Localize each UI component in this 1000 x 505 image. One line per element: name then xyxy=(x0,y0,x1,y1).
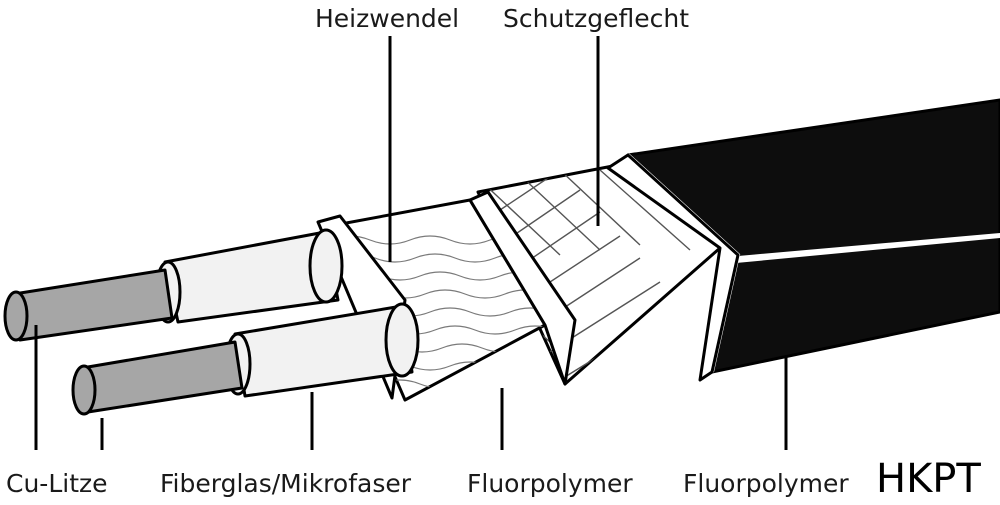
label-fiberglass: Fiberglas/Mikrofaser xyxy=(160,469,412,498)
upper-fiberglass-insulation xyxy=(154,228,344,324)
label-copper-strand: Cu-Litze xyxy=(6,469,108,498)
lower-fiberglass-insulation xyxy=(224,302,420,398)
label-outer-jacket: Fluorpolymer xyxy=(683,469,849,498)
upper-copper-strand xyxy=(3,268,174,342)
label-inner-jacket: Fluorpolymer xyxy=(467,469,633,498)
lower-copper-strand xyxy=(71,340,244,416)
leader-lines xyxy=(34,36,788,450)
product-name: HKPT xyxy=(876,456,981,502)
jacket-stripe xyxy=(736,233,1000,263)
label-heating-wire: Heizwendel xyxy=(315,4,459,33)
label-protective-braid: Schutzgeflecht xyxy=(503,4,689,33)
